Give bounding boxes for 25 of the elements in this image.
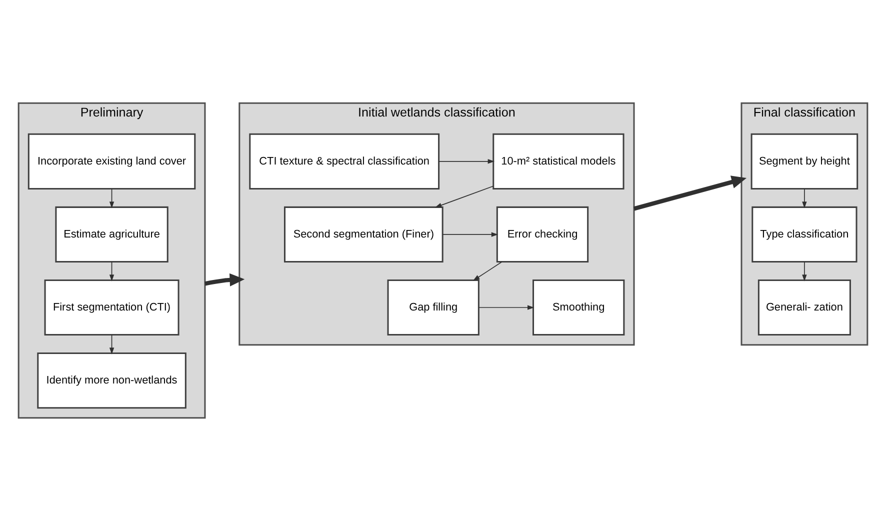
arrow [802,188,807,208]
arrow [472,260,502,280]
arrow [109,188,114,208]
node-box: Type classification [752,206,858,262]
arrow [438,158,495,164]
node-box: Second segmentation (Finer) [284,206,444,262]
arrow [478,304,534,310]
arrow [802,260,807,281]
node-box: Smoothing [532,278,625,336]
arrow [204,272,245,286]
arrow [442,232,498,236]
node-box: Gap filling [387,278,480,336]
node-box: Segment by height [750,132,858,189]
node-box: First segmentation (CTI) [44,278,180,336]
node-box: Estimate agriculture [55,206,168,262]
arrow [109,334,114,354]
arrow [633,175,747,210]
node-box: Incorporate existing land cover [28,132,196,189]
node-box: CTI texture & spectral classification [249,132,440,189]
arrow [109,260,114,281]
node-box: 10-m² statistical models [492,132,624,189]
node-box: Identify more non-wetlands [37,352,186,408]
arrow [434,185,494,208]
node-box: Generali- zation [758,278,851,336]
node-box: Error checking [496,206,589,262]
